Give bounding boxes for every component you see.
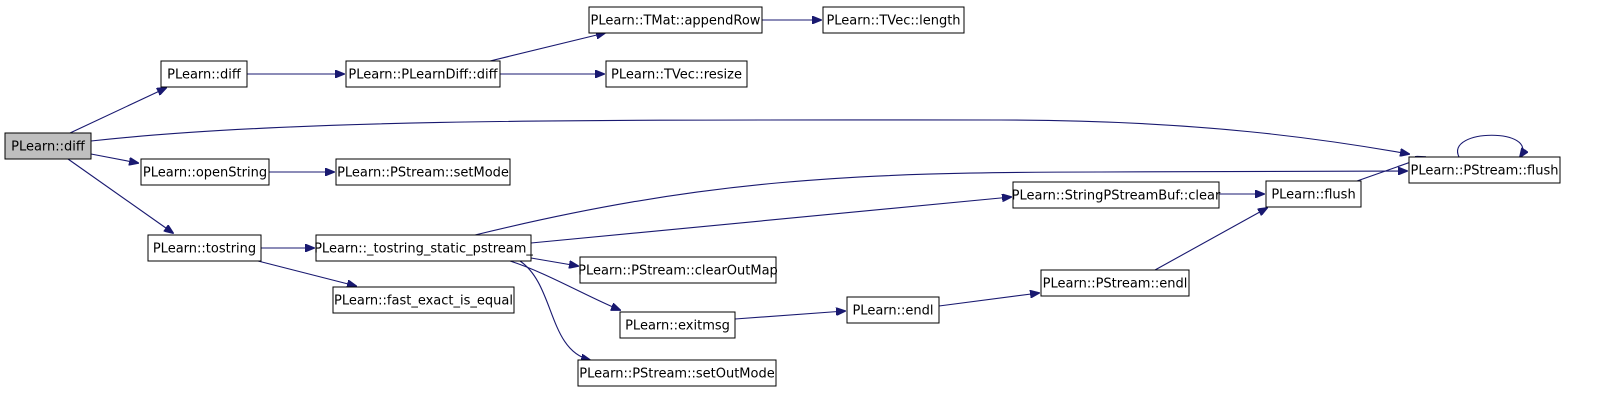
node-box[interactable]	[160, 60, 248, 88]
node-box[interactable]	[4, 132, 92, 160]
node-label: PLearn::PLearnDiff::diff	[348, 68, 498, 83]
edges-layer	[67, 20, 1523, 360]
edge-root-to-tostring	[67, 158, 173, 233]
edge-tostringstatic-to-spbclear	[530, 197, 1011, 244]
node-box[interactable]	[846, 296, 940, 324]
node-exitmsg[interactable]: PLearn::exitmsg	[619, 311, 736, 339]
node-box[interactable]	[140, 158, 270, 186]
node-label: PLearn::PStream::clearOutMap	[578, 264, 778, 279]
node-label: PLearn::openString	[143, 166, 267, 181]
node-box[interactable]	[332, 286, 515, 314]
edge-root-to-diff2	[69, 88, 166, 134]
node-label: PLearn::tostring	[153, 242, 256, 257]
node-box[interactable]	[605, 60, 748, 88]
node-pldiff[interactable]: PLearn::PLearnDiff::diff	[345, 60, 501, 88]
edge-tostring-to-fastexact	[257, 260, 356, 286]
edge-tostringstatic-to-exitmsg	[509, 260, 620, 310]
node-endl[interactable]: PLearn::endl	[846, 296, 940, 324]
node-label: PLearn::endl	[852, 304, 933, 319]
node-box[interactable]	[619, 311, 736, 339]
edge-psendl-to-flushfn	[1154, 208, 1267, 271]
node-box[interactable]	[1040, 269, 1190, 297]
node-box[interactable]	[577, 359, 777, 387]
edge-tostringstatic-to-setoutmode	[519, 260, 590, 360]
node-box[interactable]	[579, 256, 777, 284]
node-label: PLearn::TMat::appendRow	[591, 14, 761, 29]
node-clearoutmap[interactable]: PLearn::PStream::clearOutMap	[578, 256, 778, 284]
node-tvecresize[interactable]: PLearn::TVec::resize	[605, 60, 748, 88]
node-box[interactable]	[1408, 156, 1561, 184]
node-setmode[interactable]: PLearn::PStream::setMode	[335, 158, 511, 186]
node-fastexact[interactable]: PLearn::fast_exact_is_equal	[332, 286, 515, 314]
edge-root-to-psflush	[90, 119, 1409, 154]
node-label: PLearn::exitmsg	[625, 319, 730, 334]
node-spbclear[interactable]: PLearn::StringPStreamBuf::clear	[1012, 181, 1221, 209]
edge-tostringstatic-to-psflush	[474, 171, 1407, 236]
edge-root-to-openstring	[90, 153, 138, 163]
node-openstring[interactable]: PLearn::openString	[140, 158, 270, 186]
node-label: PLearn::diff	[11, 140, 86, 155]
node-box[interactable]	[588, 6, 763, 34]
edge-endl-to-psendl	[938, 293, 1039, 307]
node-tveclength[interactable]: PLearn::TVec::length	[822, 6, 965, 34]
edge-pldiff-to-appendrow	[489, 33, 605, 62]
node-diff2[interactable]: PLearn::diff	[160, 60, 248, 88]
edge-exitmsg-to-endl	[734, 311, 845, 320]
node-box[interactable]	[1012, 181, 1220, 209]
edge-tostringstatic-to-clearoutmap	[530, 257, 578, 266]
node-box[interactable]	[335, 158, 511, 186]
node-label: PLearn::PStream::endl	[1043, 277, 1188, 292]
node-label: PLearn::PStream::flush	[1410, 164, 1558, 179]
node-label: PLearn::_tostring_static_pstream_	[314, 242, 533, 257]
node-box[interactable]	[315, 234, 532, 262]
node-label: PLearn::PStream::setOutMode	[579, 367, 774, 382]
node-label: PLearn::StringPStreamBuf::clear	[1012, 189, 1221, 204]
node-label: PLearn::TVec::resize	[611, 68, 742, 83]
node-root[interactable]: PLearn::diff	[4, 132, 92, 160]
node-appendrow[interactable]: PLearn::TMat::appendRow	[588, 6, 763, 34]
node-box[interactable]	[822, 6, 965, 34]
node-label: PLearn::flush	[1271, 188, 1355, 203]
node-psflush[interactable]: PLearn::PStream::flush	[1408, 156, 1561, 184]
node-tostring[interactable]: PLearn::tostring	[147, 234, 262, 262]
node-psendl[interactable]: PLearn::PStream::endl	[1040, 269, 1190, 297]
edge-psflush-to-psflush	[1457, 134, 1523, 157]
node-flushfn[interactable]: PLearn::flush	[1265, 180, 1362, 208]
node-label: PLearn::TVec::length	[826, 14, 960, 29]
node-box[interactable]	[345, 60, 501, 88]
node-setoutmode[interactable]: PLearn::PStream::setOutMode	[577, 359, 777, 387]
node-label: PLearn::diff	[167, 68, 242, 83]
node-box[interactable]	[147, 234, 262, 262]
node-label: PLearn::PStream::setMode	[337, 166, 509, 181]
node-tostringstatic[interactable]: PLearn::_tostring_static_pstream_	[314, 234, 533, 262]
node-label: PLearn::fast_exact_is_equal	[334, 294, 513, 309]
node-box[interactable]	[1265, 180, 1362, 208]
